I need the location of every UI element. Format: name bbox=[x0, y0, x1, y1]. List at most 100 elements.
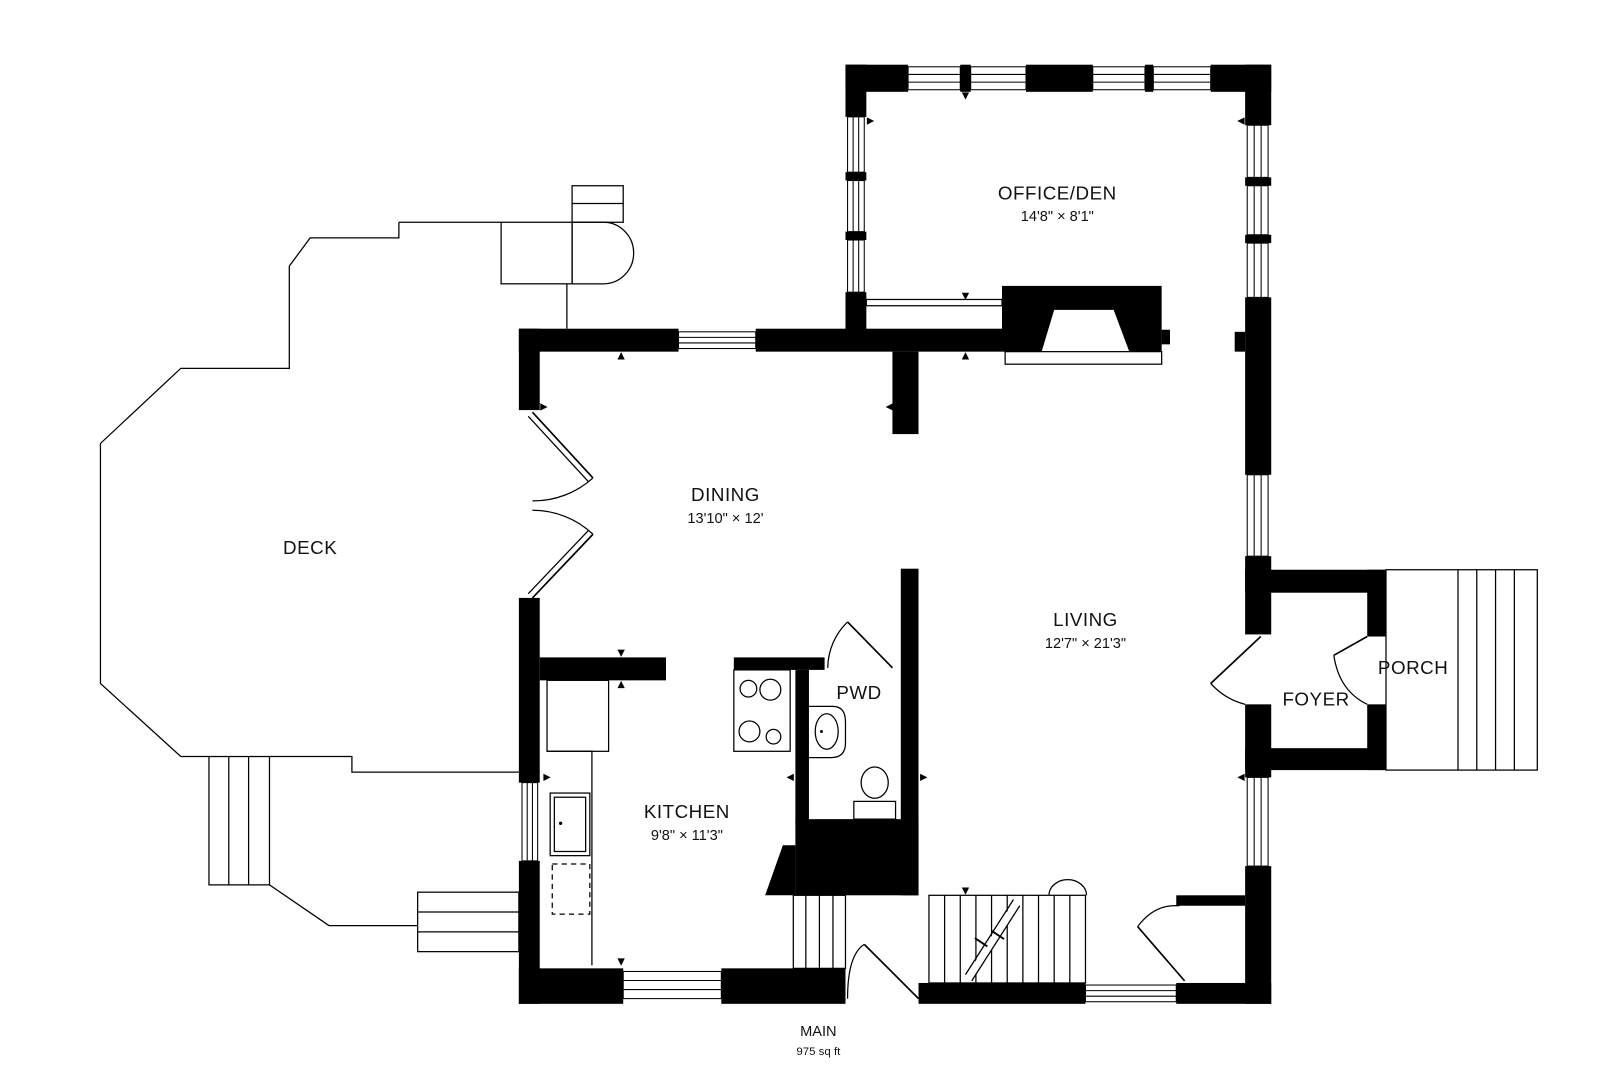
window bbox=[847, 116, 865, 173]
window-frame bbox=[847, 239, 865, 293]
window-frame bbox=[970, 66, 1027, 91]
window bbox=[907, 66, 961, 91]
wall bbox=[518, 597, 540, 783]
kitchen-sink bbox=[549, 792, 591, 857]
stove bbox=[733, 669, 791, 752]
window bbox=[1084, 984, 1177, 1003]
kitchen-counter bbox=[547, 750, 593, 966]
fireplace-hearth bbox=[1004, 351, 1163, 365]
wall bbox=[900, 568, 919, 896]
window-frame bbox=[1246, 474, 1269, 557]
basement-stairs bbox=[792, 894, 847, 969]
door-swing-arc bbox=[1210, 683, 1246, 705]
door-porch bbox=[1333, 635, 1368, 705]
plan-markers bbox=[540, 92, 1245, 966]
window bbox=[1246, 242, 1269, 298]
window-frame bbox=[847, 116, 865, 173]
kitchen-fixtures bbox=[546, 669, 791, 966]
wall bbox=[1245, 234, 1272, 244]
wall bbox=[1245, 569, 1386, 593]
window bbox=[1092, 66, 1146, 91]
room-dims-living: 12'7" × 21'3" bbox=[1045, 636, 1126, 652]
wall bbox=[960, 64, 971, 92]
toilet-bowl bbox=[860, 766, 889, 799]
wall bbox=[1245, 866, 1272, 1004]
stove-burner bbox=[738, 720, 761, 743]
window bbox=[622, 970, 722, 1000]
wall bbox=[1245, 556, 1272, 635]
deck-platform bbox=[500, 221, 573, 285]
deck-outline bbox=[99, 221, 568, 927]
wall bbox=[1245, 748, 1386, 771]
stair-outline bbox=[417, 891, 520, 953]
porch-steps bbox=[1385, 569, 1538, 771]
kitchen-sink-basin bbox=[553, 796, 587, 853]
deck-edge bbox=[269, 755, 519, 773]
door-french-right bbox=[531, 509, 594, 599]
marker-triangle bbox=[617, 680, 625, 689]
wall bbox=[518, 328, 679, 352]
door-swing-arc bbox=[846, 943, 865, 999]
window-frame bbox=[1246, 776, 1269, 867]
door-powder-room bbox=[827, 621, 894, 669]
marker-triangle bbox=[920, 773, 928, 782]
fireplace-firebox bbox=[1041, 309, 1130, 352]
stove-burner bbox=[739, 679, 758, 698]
deck-steps-top bbox=[571, 185, 624, 223]
porch-outline bbox=[1385, 569, 1538, 771]
window bbox=[677, 331, 757, 350]
wall bbox=[845, 292, 867, 331]
kitchen-sink-drain bbox=[558, 821, 563, 825]
room-label-pwd: PWD bbox=[836, 682, 881, 703]
door-leaf bbox=[531, 533, 594, 599]
marker-triangle bbox=[866, 117, 875, 125]
door-foyer-living bbox=[1210, 635, 1262, 705]
plan-walls-layer bbox=[518, 64, 1386, 1004]
wall bbox=[795, 669, 809, 825]
window-frame bbox=[1246, 242, 1269, 298]
room-label-porch: PORCH bbox=[1378, 657, 1448, 678]
kitchen-cabinet bbox=[546, 679, 610, 752]
window bbox=[521, 782, 539, 862]
deck-edge bbox=[99, 222, 400, 758]
deck-hot-tub bbox=[571, 221, 635, 285]
window bbox=[1246, 185, 1269, 236]
room-label-foyer: FOYER bbox=[1282, 688, 1349, 709]
stair-break-line bbox=[971, 905, 1021, 982]
wall bbox=[539, 657, 666, 681]
door-swing-arc bbox=[1137, 904, 1180, 927]
marker-triangle bbox=[617, 352, 625, 360]
wall bbox=[1234, 331, 1246, 352]
room-label-living: LIVING bbox=[1053, 609, 1118, 630]
room-dims-office: 14'8" × 8'1" bbox=[1021, 209, 1094, 225]
dishwasher bbox=[551, 863, 591, 915]
door-swing-arc bbox=[532, 509, 594, 535]
window-frame bbox=[1152, 66, 1212, 91]
wall bbox=[518, 328, 540, 411]
wall bbox=[845, 231, 867, 240]
door-leaf bbox=[846, 621, 894, 669]
window-frame bbox=[1084, 984, 1177, 1003]
stair-break-line bbox=[964, 899, 1015, 975]
wall bbox=[1245, 177, 1272, 186]
window-frame bbox=[1246, 185, 1269, 236]
marker-triangle bbox=[617, 649, 625, 657]
deck-stairs-left bbox=[208, 755, 271, 886]
marker-triangle bbox=[885, 403, 893, 411]
wall bbox=[1367, 569, 1386, 637]
window bbox=[1246, 474, 1269, 557]
marker-triangle bbox=[961, 887, 970, 895]
wall bbox=[918, 982, 1086, 1004]
wall bbox=[518, 968, 624, 1004]
main-stairs bbox=[928, 879, 1088, 984]
marker-triangle bbox=[961, 92, 970, 100]
stair-break-ticks bbox=[974, 930, 1005, 948]
door-leaf bbox=[863, 943, 920, 1000]
wall bbox=[1245, 297, 1272, 475]
room-label-office: OFFICE/DEN bbox=[998, 182, 1117, 203]
window-frame bbox=[907, 66, 961, 91]
marker-triangle bbox=[617, 958, 625, 966]
stair-break-gap bbox=[965, 901, 1020, 981]
door-main-rear bbox=[846, 943, 920, 1000]
